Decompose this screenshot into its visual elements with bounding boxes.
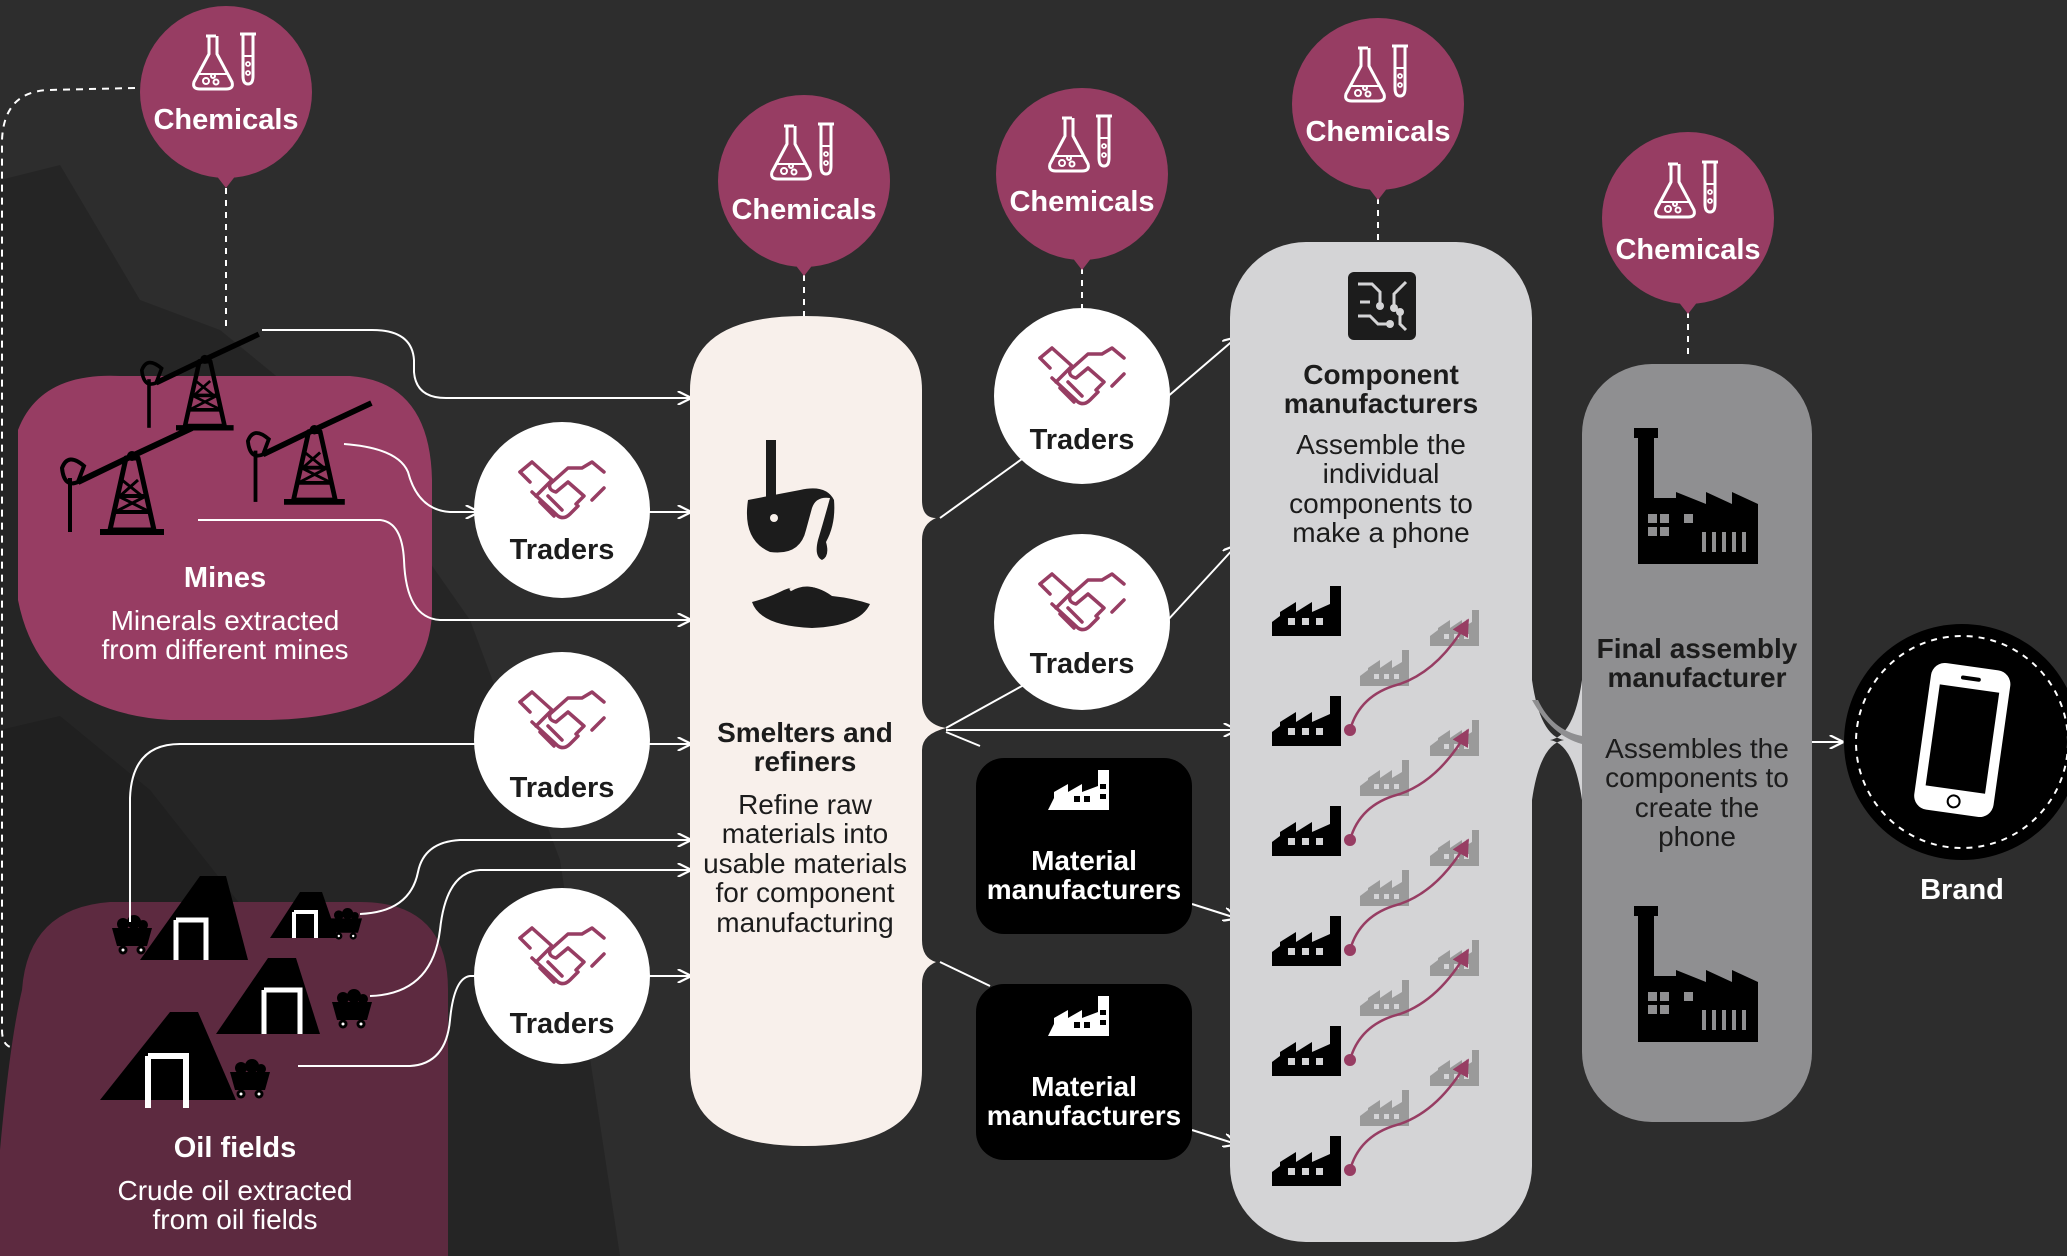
final-assembly-title: Final assembly manufacturer bbox=[1596, 633, 1798, 694]
component-growth-arrows bbox=[1348, 618, 1470, 1171]
chemicals-label-1: Chemicals bbox=[153, 104, 299, 136]
chemicals-label-4: Chemicals bbox=[1305, 116, 1451, 148]
component-manufacturers-panel[interactable] bbox=[1230, 242, 1532, 1242]
traders-label-3: Traders bbox=[509, 1008, 615, 1040]
material-manufacturers-box-1[interactable] bbox=[976, 758, 1192, 934]
traders-label-1: Traders bbox=[509, 534, 615, 566]
smelters-description: Refine raw materials into usable materia… bbox=[703, 789, 907, 938]
traders-label-4: Traders bbox=[1029, 424, 1135, 456]
mines-title: Mines bbox=[183, 562, 267, 594]
chemicals-label-5: Chemicals bbox=[1615, 234, 1761, 266]
chemicals-label-3: Chemicals bbox=[1009, 186, 1155, 218]
brand-label: Brand bbox=[1920, 874, 2004, 906]
traders-label-2: Traders bbox=[509, 772, 615, 804]
traders-left bbox=[474, 422, 650, 1064]
chemicals-label-2: Chemicals bbox=[731, 194, 877, 226]
ladle-pour-icon bbox=[746, 440, 870, 628]
oil-fields-title: Oil fields bbox=[173, 1132, 297, 1164]
circuit-chip-icon bbox=[1348, 272, 1416, 340]
component-manufacturers-description: Assemble the individual components to ma… bbox=[1289, 429, 1473, 549]
smartphone-icon bbox=[1914, 662, 2011, 818]
chemicals-loop-connector bbox=[1, 87, 136, 1049]
chemicals-icon bbox=[140, 6, 1774, 314]
material-manufacturers-box-2[interactable] bbox=[976, 984, 1192, 1160]
final-assembly-description: Assembles the components to create the p… bbox=[1605, 733, 1789, 853]
component-manufacturers-title: Component manufacturers bbox=[1283, 359, 1479, 420]
oil-fields-description: Crude oil extracted from oil fields bbox=[117, 1175, 353, 1236]
source-connectors bbox=[129, 329, 690, 1067]
traders-label-5: Traders bbox=[1029, 648, 1135, 680]
chemicals-bubbles bbox=[225, 188, 1689, 360]
material-manufacturers-label-1: Material manufacturers bbox=[986, 845, 1182, 906]
mines-description: Minerals extracted from different mines bbox=[101, 605, 349, 666]
mine-cart-icon bbox=[100, 876, 372, 1108]
flask-test-tube-icon bbox=[192, 32, 1720, 219]
material-manufacturers-label-2: Material manufacturers bbox=[986, 1071, 1182, 1132]
smelters-title: Smelters and refiners bbox=[717, 717, 893, 778]
